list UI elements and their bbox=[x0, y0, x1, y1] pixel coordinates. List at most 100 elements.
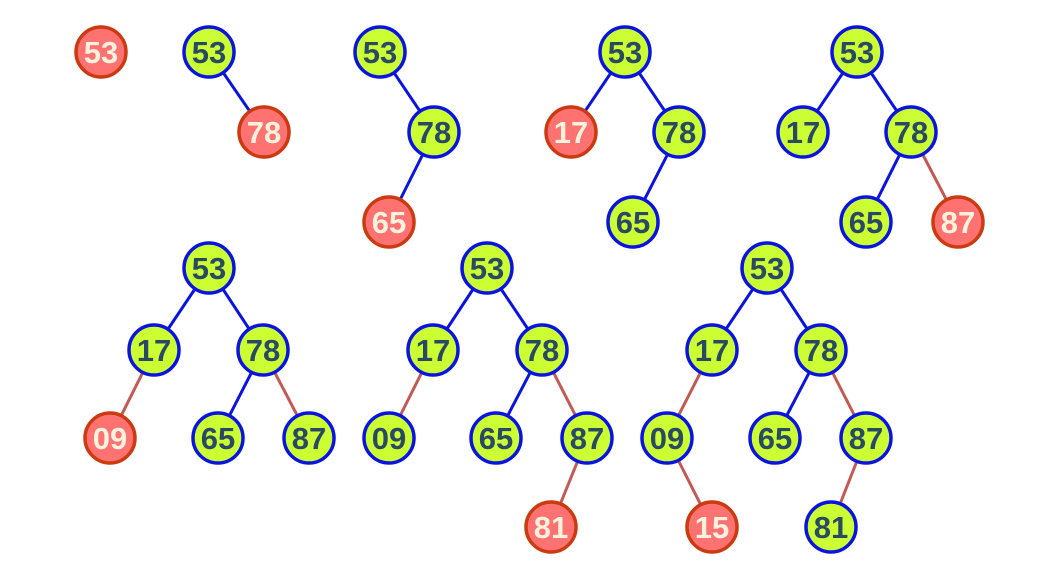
tree-node: 78 bbox=[652, 105, 706, 159]
node-label: 78 bbox=[246, 333, 280, 368]
node-label: 65 bbox=[758, 421, 792, 456]
node-label: 78 bbox=[417, 115, 451, 150]
tree-node: 53 bbox=[353, 25, 407, 79]
tree-node: 53 bbox=[830, 25, 884, 79]
node-circle bbox=[353, 25, 407, 79]
node-circle bbox=[362, 411, 416, 465]
node-circle bbox=[830, 25, 884, 79]
node-circle bbox=[794, 323, 848, 377]
node-label: 81 bbox=[534, 510, 568, 545]
new-node: 87 bbox=[931, 195, 985, 249]
tree-node: 17 bbox=[127, 323, 181, 377]
node-label: 81 bbox=[814, 510, 848, 545]
node-label: 87 bbox=[849, 421, 883, 456]
tree-node: 53 bbox=[182, 241, 236, 295]
node-circle bbox=[83, 411, 137, 465]
node-circle bbox=[931, 195, 985, 249]
node-label: 65 bbox=[479, 421, 513, 456]
node-circle bbox=[469, 411, 523, 465]
node-circle bbox=[598, 25, 652, 79]
tree-node: 81 bbox=[804, 500, 858, 554]
node-label: 53 bbox=[84, 35, 118, 70]
node-circle bbox=[406, 323, 460, 377]
node-label: 65 bbox=[201, 421, 235, 456]
node-circle bbox=[640, 411, 694, 465]
tree-node: 53 bbox=[460, 241, 514, 295]
tree-node: 78 bbox=[236, 323, 290, 377]
node-label: 09 bbox=[93, 421, 127, 456]
tree-node: 87 bbox=[282, 411, 336, 465]
node-circle bbox=[182, 241, 236, 295]
node-label: 87 bbox=[570, 421, 604, 456]
new-node: 78 bbox=[237, 105, 291, 159]
node-label: 17 bbox=[137, 333, 171, 368]
node-circle bbox=[191, 411, 245, 465]
node-circle bbox=[560, 411, 614, 465]
node-label: 53 bbox=[608, 35, 642, 70]
node-label: 65 bbox=[616, 205, 650, 240]
node-label: 65 bbox=[849, 205, 883, 240]
node-label: 78 bbox=[662, 115, 696, 150]
tree-node: 53 bbox=[740, 241, 794, 295]
node-circle bbox=[460, 241, 514, 295]
node-label: 09 bbox=[650, 421, 684, 456]
node-label: 17 bbox=[786, 115, 820, 150]
tree-step-6: 53 17 78 09 65 87 bbox=[83, 241, 336, 465]
new-node: 65 bbox=[362, 195, 416, 249]
tree-node: 78 bbox=[884, 105, 938, 159]
tree-node: 65 bbox=[191, 411, 245, 465]
node-label: 87 bbox=[292, 421, 326, 456]
tree-node: 87 bbox=[560, 411, 614, 465]
node-label: 17 bbox=[554, 115, 588, 150]
node-circle bbox=[237, 105, 291, 159]
node-circle bbox=[839, 195, 893, 249]
node-label: 53 bbox=[192, 251, 226, 286]
node-label: 53 bbox=[363, 35, 397, 70]
node-circle bbox=[776, 105, 830, 159]
node-label: 53 bbox=[840, 35, 874, 70]
new-node: 15 bbox=[685, 500, 739, 554]
tree-step-5: 53 17 78 65 87 bbox=[776, 25, 985, 249]
tree-node: 78 bbox=[515, 323, 569, 377]
tree-node: 09 bbox=[640, 411, 694, 465]
tree-node: 78 bbox=[407, 105, 461, 159]
node-label: 17 bbox=[416, 333, 450, 368]
node-circle bbox=[127, 323, 181, 377]
tree-step-7: 53 17 78 09 65 87 81 bbox=[362, 241, 614, 554]
node-circle bbox=[407, 105, 461, 159]
tree-node: 53 bbox=[182, 25, 236, 79]
tree-node: 17 bbox=[406, 323, 460, 377]
node-label: 53 bbox=[470, 251, 504, 286]
node-circle bbox=[685, 500, 739, 554]
node-circle bbox=[236, 323, 290, 377]
tree-step-4: 53 17 78 65 bbox=[544, 25, 706, 249]
tree-node: 65 bbox=[748, 411, 802, 465]
node-label: 87 bbox=[941, 205, 975, 240]
tree-step-3: 53 78 65 bbox=[353, 25, 461, 249]
tree-step-8: 53 17 78 09 65 87 15 81 bbox=[640, 241, 893, 554]
tree-node: 09 bbox=[362, 411, 416, 465]
node-label: 09 bbox=[372, 421, 406, 456]
tree-node: 78 bbox=[794, 323, 848, 377]
node-label: 15 bbox=[695, 510, 729, 545]
node-circle bbox=[544, 105, 598, 159]
node-circle bbox=[740, 241, 794, 295]
node-circle bbox=[748, 411, 802, 465]
new-node: 09 bbox=[83, 411, 137, 465]
node-circle bbox=[804, 500, 858, 554]
node-circle bbox=[282, 411, 336, 465]
new-node: 53 bbox=[74, 25, 128, 79]
node-label: 53 bbox=[192, 35, 226, 70]
node-circle bbox=[884, 105, 938, 159]
node-circle bbox=[606, 195, 660, 249]
tree-node: 17 bbox=[685, 323, 739, 377]
tree-node: 65 bbox=[839, 195, 893, 249]
new-node: 81 bbox=[524, 500, 578, 554]
node-circle bbox=[362, 195, 416, 249]
node-label: 78 bbox=[894, 115, 928, 150]
tree-node: 17 bbox=[776, 105, 830, 159]
new-node: 17 bbox=[544, 105, 598, 159]
node-circle bbox=[515, 323, 569, 377]
node-label: 53 bbox=[750, 251, 784, 286]
node-label: 78 bbox=[525, 333, 559, 368]
